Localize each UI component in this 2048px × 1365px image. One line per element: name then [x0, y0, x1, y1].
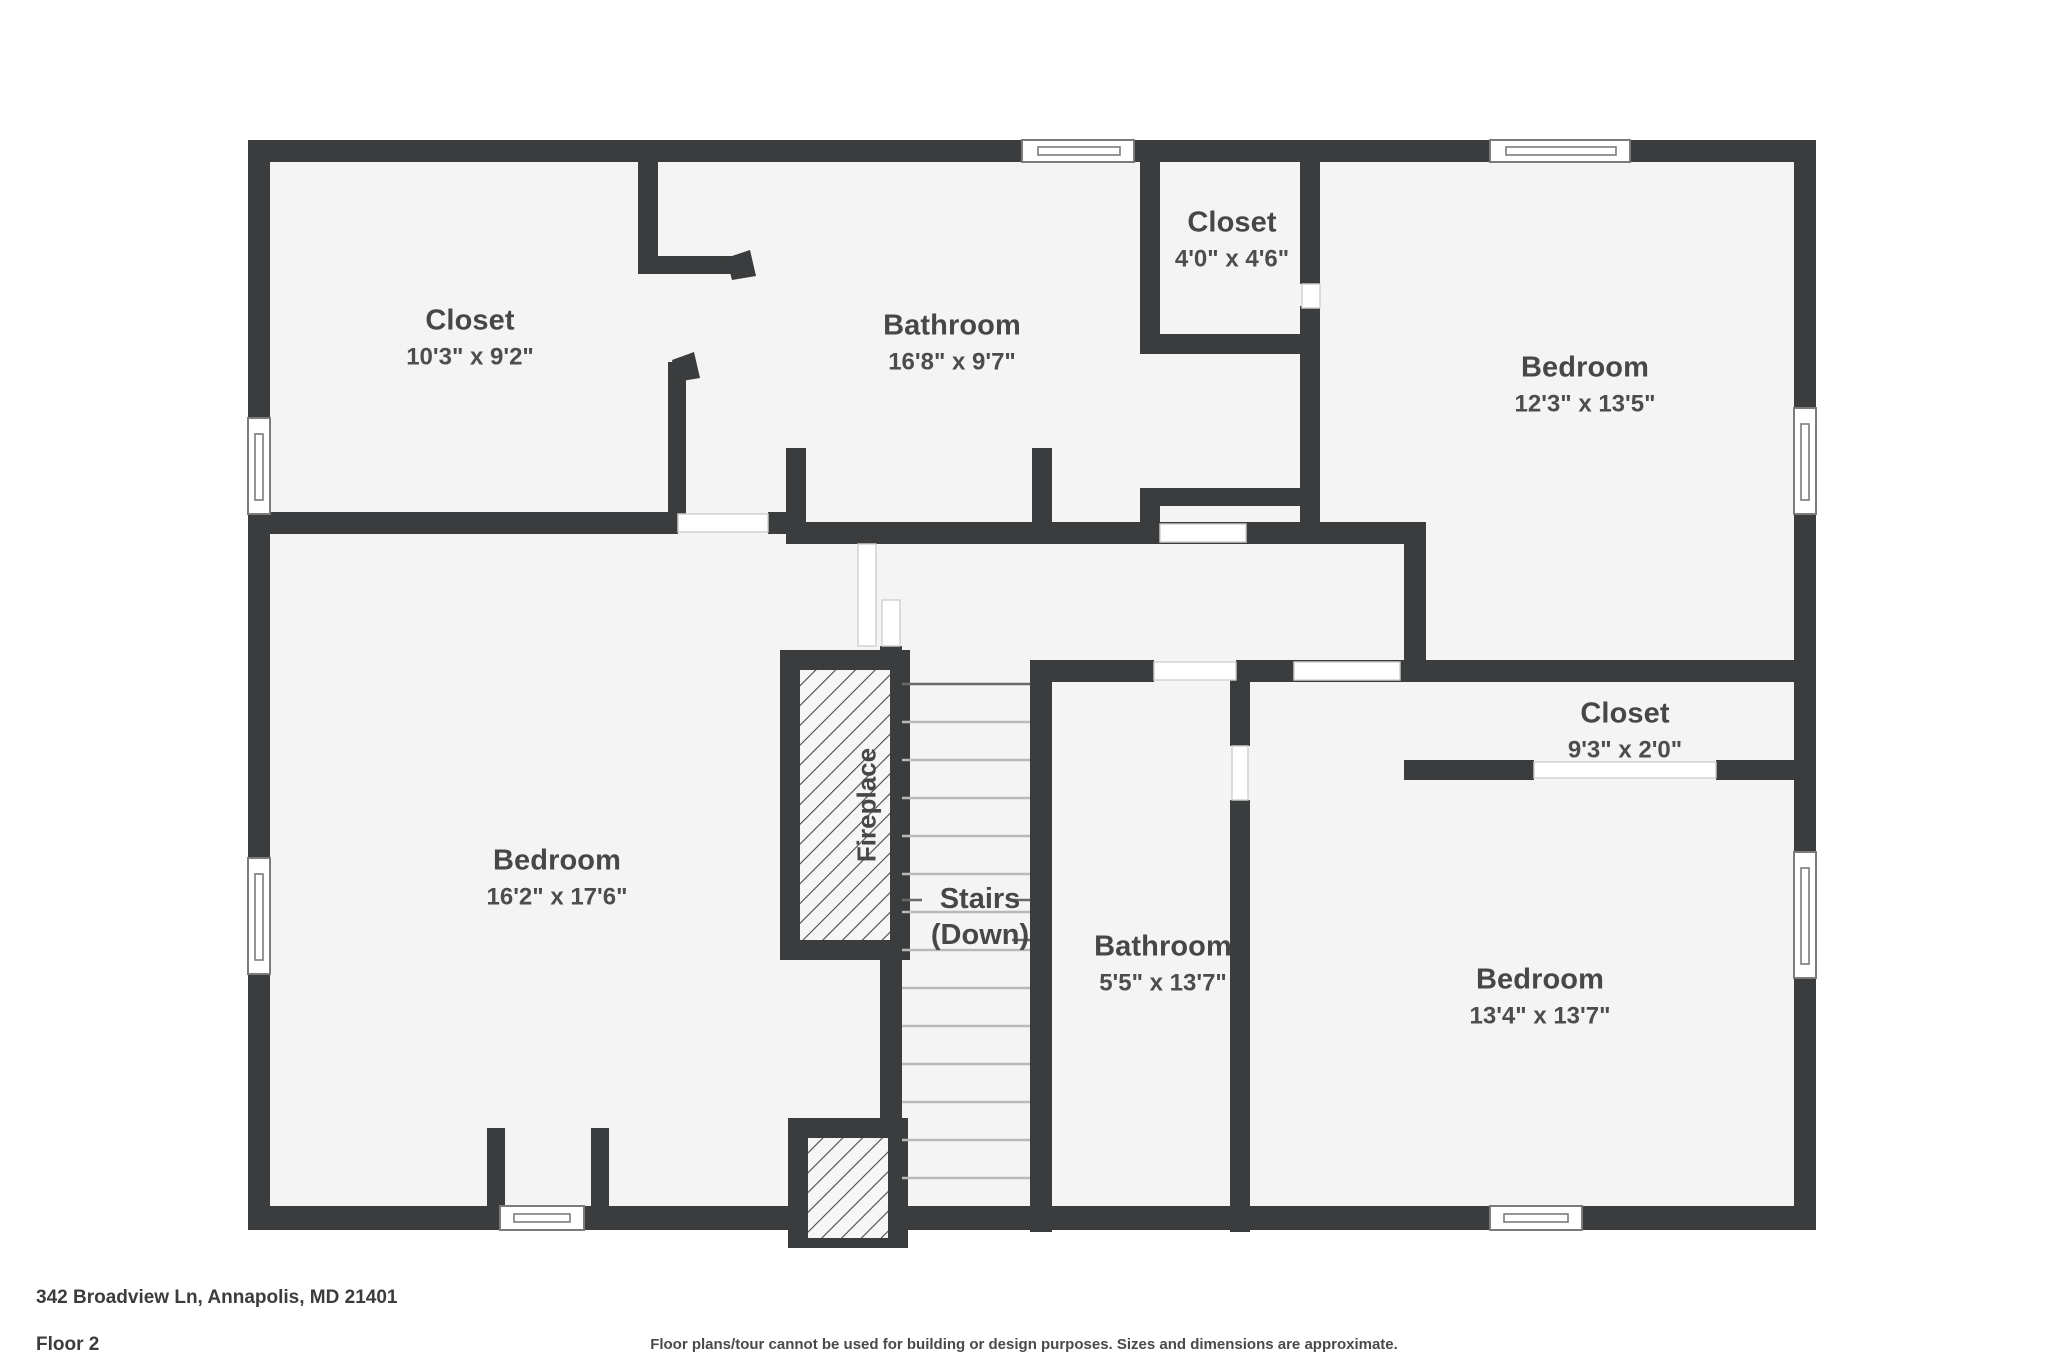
disclaimer-text: Floor plans/tour cannot be used for buil…	[650, 1336, 1398, 1353]
stairs-leader-lines	[902, 898, 1030, 942]
door-openings	[677, 283, 1717, 801]
door-swing-icons	[672, 250, 756, 382]
floor-plan-canvas	[247, 139, 1817, 1248]
stairs-treads	[902, 682, 1030, 1180]
windows	[247, 139, 1817, 1231]
fireplace-hatch	[800, 670, 890, 1238]
property-address: 342 Broadview Ln, Annapolis, MD 21401	[36, 1287, 398, 1308]
floor-label: Floor 2	[36, 1334, 100, 1355]
floor-plan-drawing	[247, 139, 1817, 1248]
